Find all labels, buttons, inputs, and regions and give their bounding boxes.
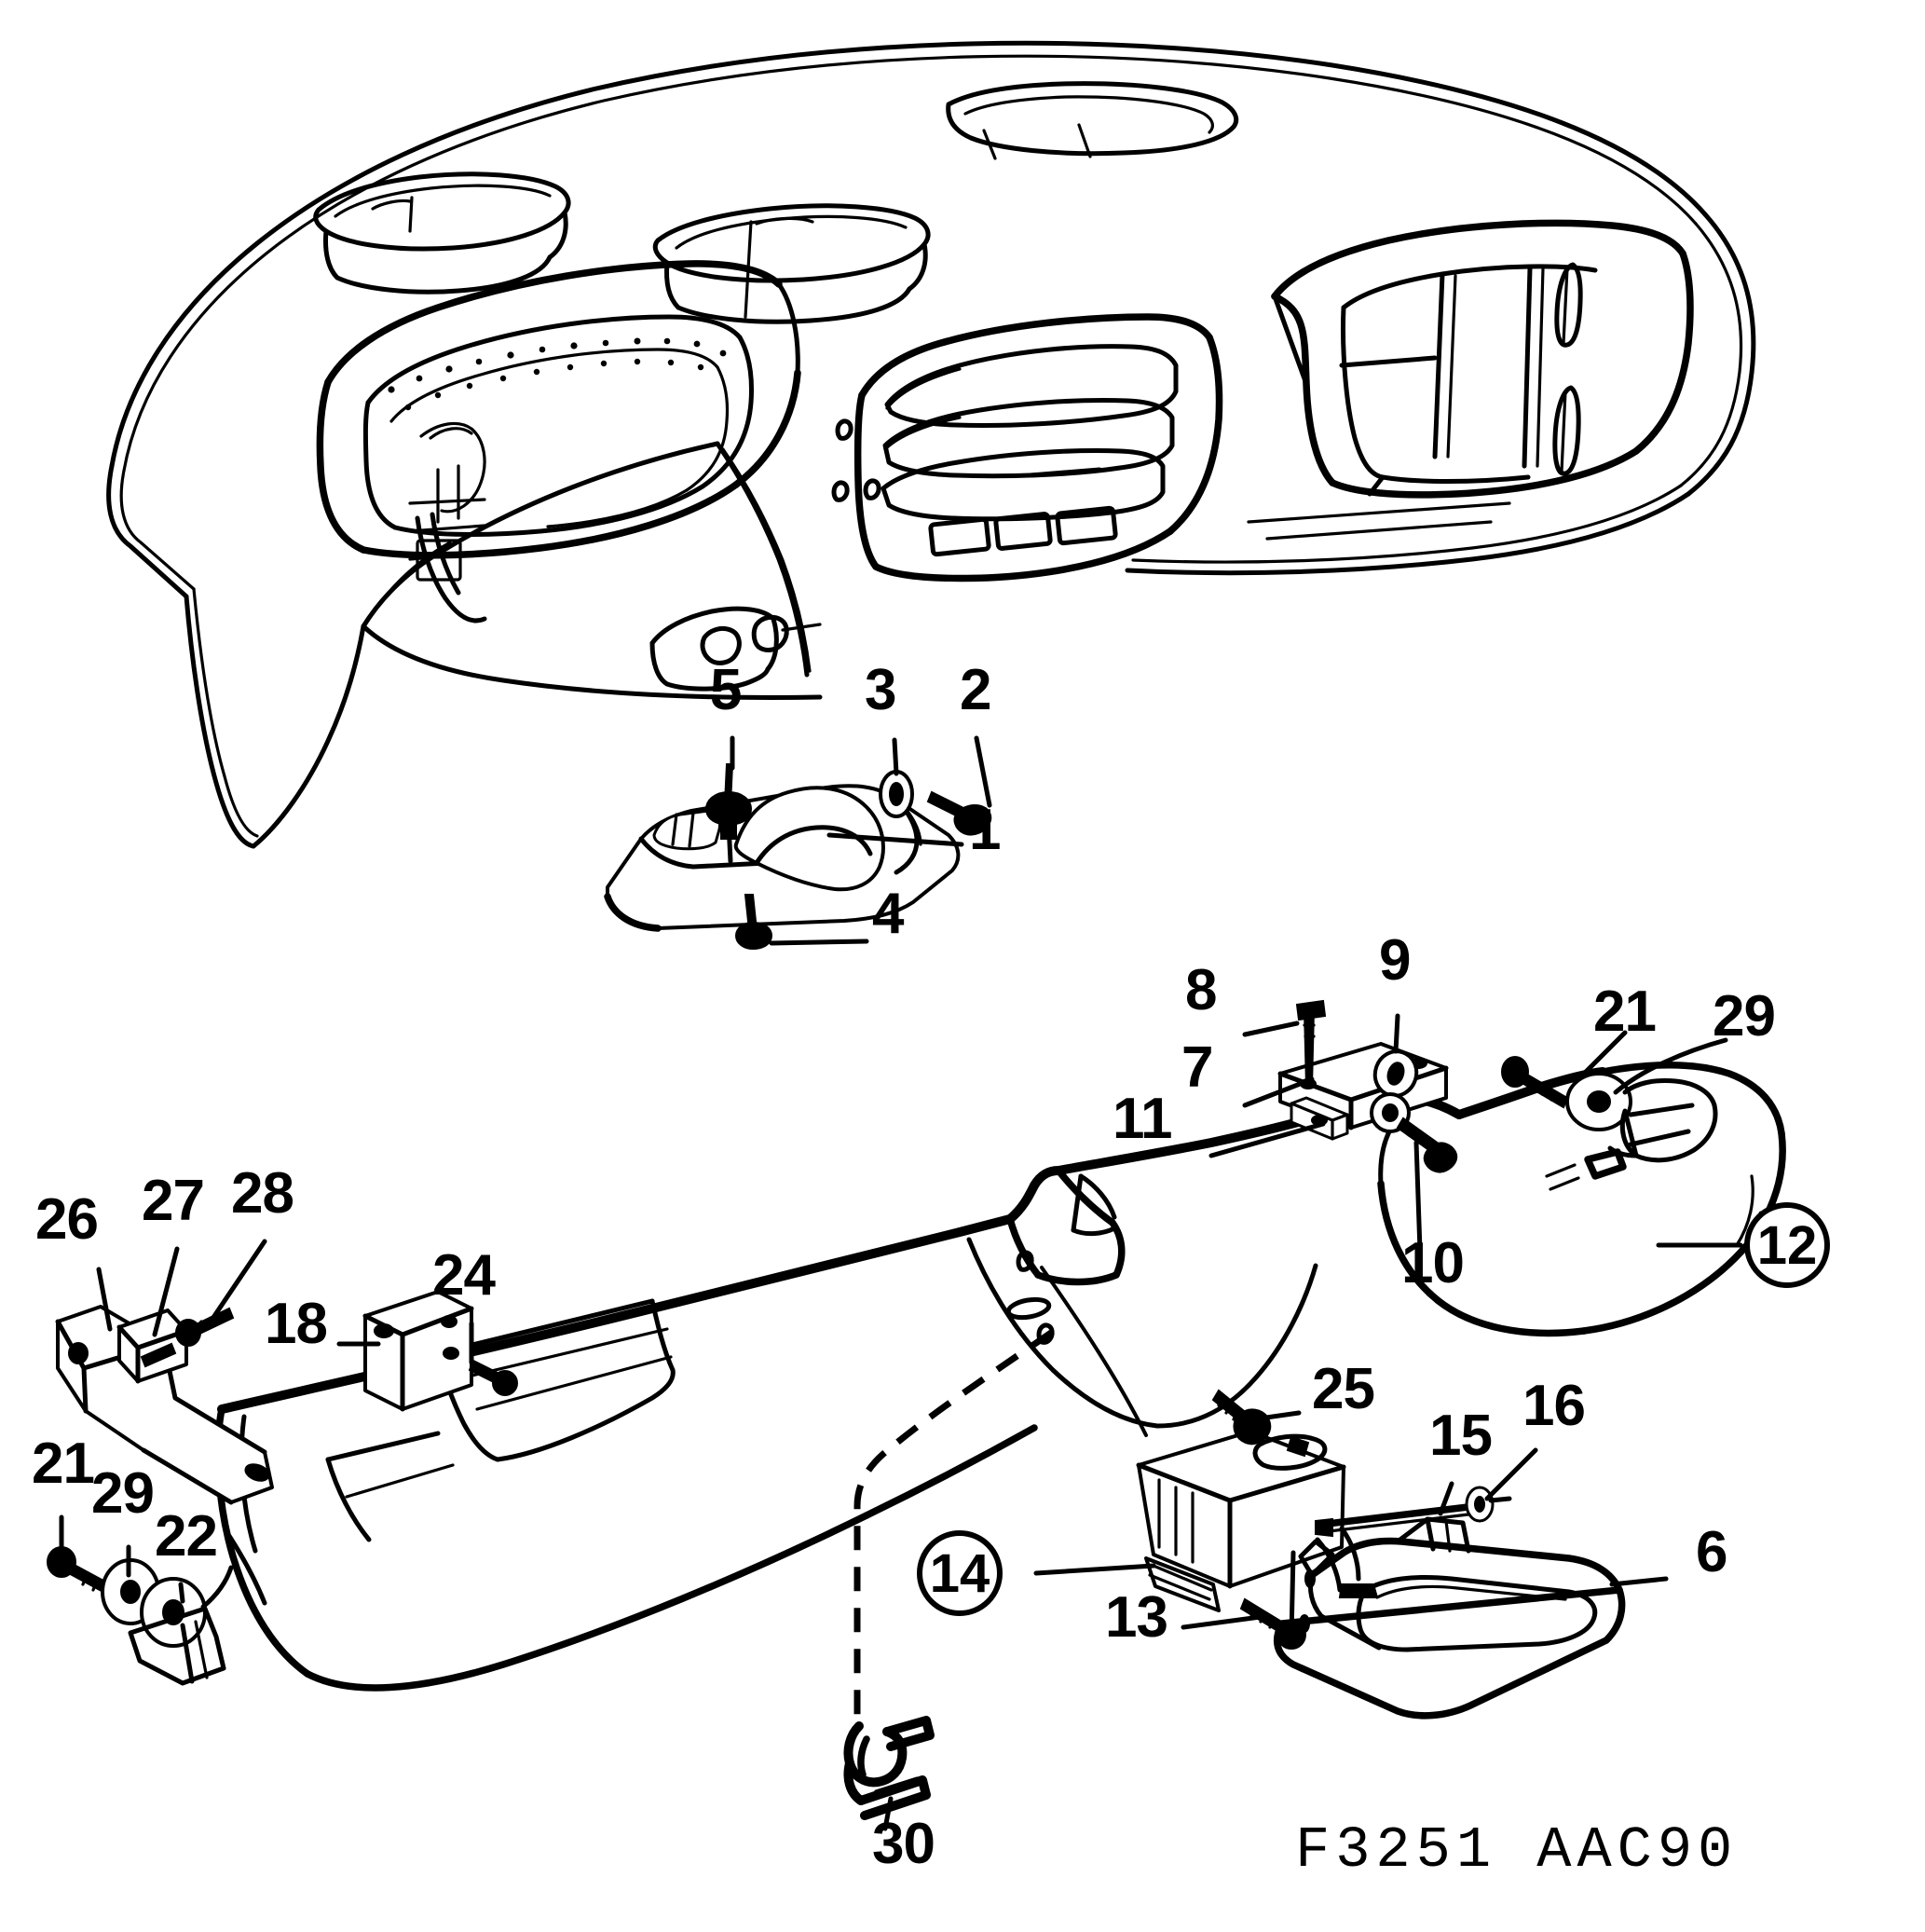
leader-inner-14 (1040, 1266, 1148, 1437)
leader-9 (1393, 1013, 1400, 1054)
leader-13 (1181, 1613, 1270, 1630)
callout-5-grommet: 5 (710, 658, 742, 722)
part-30-spring-clip (843, 1716, 935, 1820)
callout-15-rod: 15 (1429, 1404, 1493, 1468)
part-3-washer (879, 770, 914, 818)
dashed-leader-14-30 (853, 1330, 1053, 1720)
part-2-screw (926, 790, 992, 836)
part-15-rod (1315, 1502, 1480, 1538)
part-24-bracket (362, 1290, 518, 1412)
callout-26-bracket: 26 (35, 1187, 99, 1252)
leader-2 (974, 735, 992, 808)
callout-7-bracket: 7 (1181, 1035, 1213, 1100)
callout-13-screw: 13 (1105, 1585, 1168, 1650)
leader-26 (96, 1267, 113, 1332)
leader-3 (892, 737, 899, 776)
part-27-clip (116, 1309, 189, 1384)
callout-11-panel: 11 (1113, 1087, 1173, 1151)
leader-16 (1484, 1447, 1538, 1501)
part-5-grommet (704, 763, 753, 864)
leader-11 (1208, 1121, 1326, 1158)
callout-8-screw: 8 (1185, 958, 1217, 1022)
callout-14-duct: 14 (917, 1530, 1003, 1616)
leader-14 (1033, 1563, 1156, 1576)
leader-21-right (1581, 1030, 1628, 1076)
callout-9-washer: 9 (1379, 928, 1411, 993)
callout-21-screw-left: 21 (32, 1432, 95, 1496)
leader-8 (1242, 1021, 1300, 1037)
instrument-panel-assembly (106, 40, 1756, 849)
callout-3-washer: 3 (865, 658, 896, 722)
leader-22-tail (226, 1533, 267, 1606)
part-4-grommet (734, 894, 773, 951)
part-28-screw (175, 1307, 235, 1347)
leader-7 (1242, 1076, 1315, 1108)
part-10-screw (1370, 1092, 1458, 1173)
leader-1 (826, 832, 964, 847)
leader-25 (1244, 1410, 1302, 1423)
callout-24-bracket: 24 (432, 1243, 496, 1308)
leader-4 (769, 939, 869, 946)
callout-25-screw: 25 (1312, 1357, 1375, 1421)
callout-18-bracket: 18 (265, 1292, 328, 1356)
cluster-hood-shading (388, 337, 727, 411)
callout-10-screw: 10 (1401, 1231, 1465, 1295)
part-21-screw-right (1501, 1056, 1569, 1109)
callout-30-spring-clip: 30 (872, 1812, 935, 1876)
part-29-washer-right (1565, 1072, 1632, 1131)
leader-30 (882, 1796, 894, 1831)
callout-29-washer-right: 29 (1713, 984, 1776, 1048)
steering-column-cover-group (604, 735, 992, 951)
callout-21-screw-right: 21 (1593, 980, 1657, 1044)
callout-29-washer-left: 29 (91, 1461, 155, 1526)
callout-2-screw: 2 (960, 658, 991, 722)
leader-28 (208, 1239, 267, 1324)
callout-27-clip: 27 (142, 1169, 205, 1233)
leader-29-right (1613, 1037, 1728, 1095)
part-8-screw (1295, 999, 1327, 1088)
callout-22-washer: 22 (155, 1504, 218, 1569)
callout-12-end-trim: 12 (1744, 1202, 1830, 1288)
part-6-glovebox-lid (1273, 1516, 1626, 1720)
part-9-washer (1372, 1049, 1419, 1098)
leader-27 (152, 1246, 180, 1337)
callout-4-grommet: 4 (872, 882, 904, 946)
callout-1-column-cover: 1 (969, 798, 1001, 862)
leader-6 (1609, 1576, 1669, 1587)
leader-10 (1413, 1140, 1423, 1254)
part-16-clip (1465, 1486, 1512, 1523)
callout-16-clip: 16 (1522, 1374, 1586, 1438)
leader-22 (178, 1582, 185, 1604)
figure-code: F3251 AAC90 (1295, 1817, 1739, 1884)
callout-6-glovebox-lid: 6 (1696, 1520, 1727, 1584)
leader-15 (1438, 1481, 1454, 1516)
lower-dash-trim-assembly (47, 999, 1786, 1831)
callout-28-screw: 28 (231, 1161, 294, 1226)
